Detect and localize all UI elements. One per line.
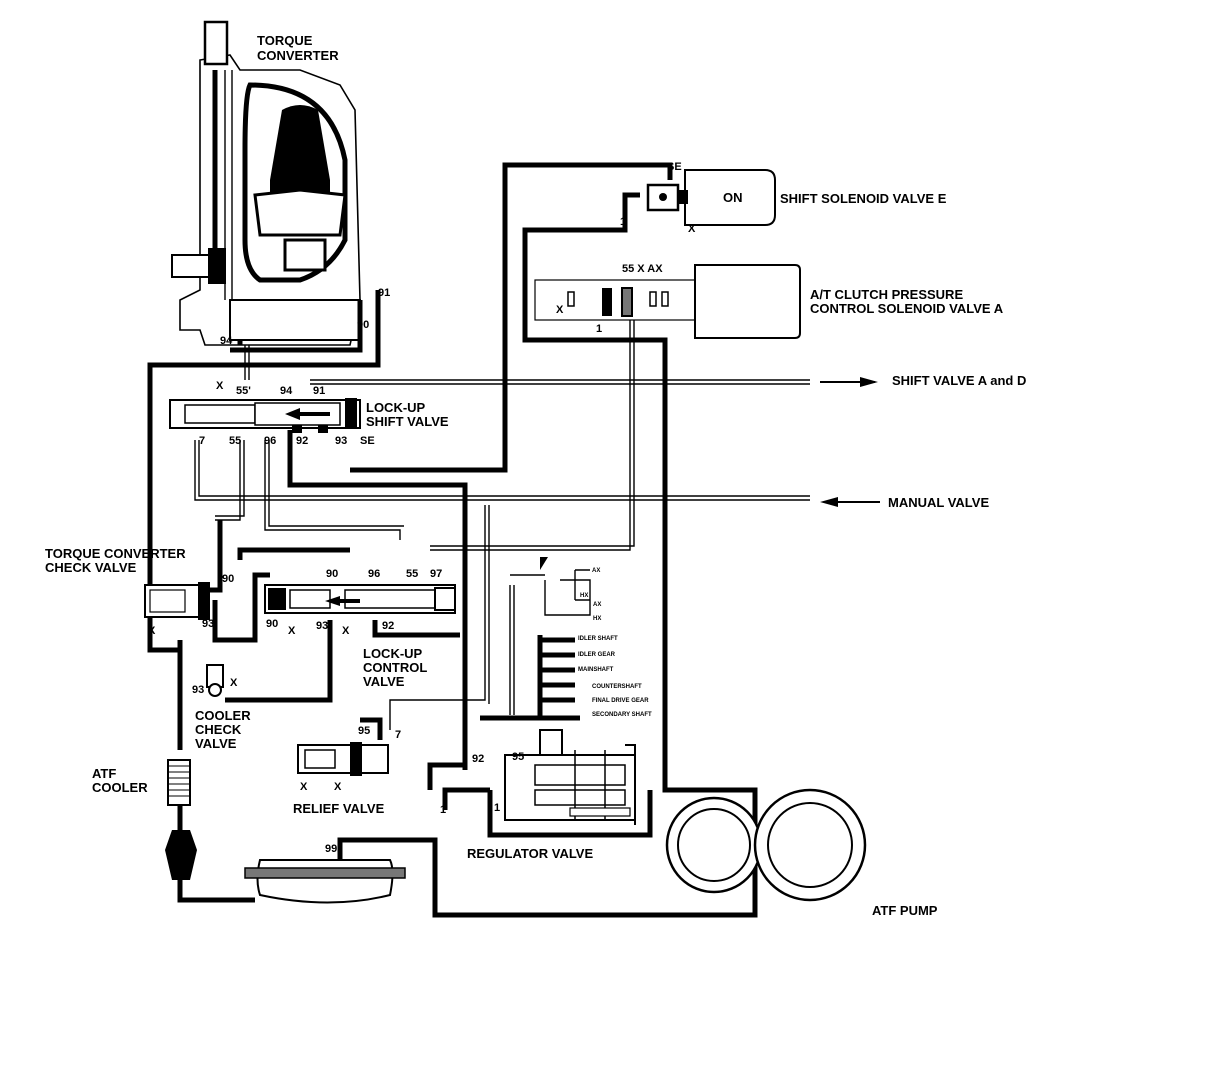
port-1-clutch-solenoid: 1 bbox=[596, 323, 602, 335]
manual-valve-label: MANUAL VALVE bbox=[888, 495, 989, 510]
shift-valve-ad-label: SHIFT VALVE A and D bbox=[892, 373, 1026, 388]
cooler-check-valve-label-1: COOLER bbox=[195, 708, 251, 723]
port-94-top: 94 bbox=[220, 335, 233, 347]
clutch-solenoid-label-2: CONTROL SOLENOID VALVE A bbox=[810, 301, 1004, 316]
lockup-control-valve-label-3: VALVE bbox=[363, 674, 405, 689]
port-91-mid: 91 bbox=[313, 385, 325, 397]
port-x-control-2: X bbox=[342, 625, 350, 637]
port-93-control-low: 93 bbox=[316, 620, 328, 632]
port-se-top: SE bbox=[667, 161, 682, 173]
arrow-left-icon bbox=[325, 596, 360, 606]
port-x-cooler-check: X bbox=[230, 677, 238, 689]
atf-cooler-label-1: ATF bbox=[92, 766, 116, 781]
lockup-shift-valve bbox=[169, 398, 361, 433]
port-90-top: 90 bbox=[357, 319, 369, 331]
atf-cooler-label-2: COOLER bbox=[92, 780, 148, 795]
port-90-check: 90 bbox=[222, 573, 234, 585]
cooler-check-valve bbox=[206, 664, 224, 697]
port-x-relief-2: X bbox=[334, 781, 342, 793]
port-55-lockup: 55 bbox=[229, 435, 241, 447]
lube-countershaft: COUNTERSHAFT bbox=[592, 684, 642, 690]
port-7-lockup: 7 bbox=[199, 435, 205, 447]
signal-lines bbox=[194, 310, 810, 730]
port-95-relief: 95 bbox=[358, 725, 370, 737]
lube-secondary-shaft: SECONDARY SHAFT bbox=[592, 712, 652, 718]
lockup-shift-valve-label-1: LOCK-UP bbox=[366, 400, 426, 415]
hx-label-1: HX bbox=[580, 593, 588, 599]
drain-icon bbox=[540, 557, 548, 570]
atf-pump bbox=[665, 788, 867, 902]
cooler-check-valve-label-3: VALVE bbox=[195, 736, 237, 751]
torque-converter bbox=[171, 20, 361, 346]
port-92-lockup: 92 bbox=[296, 435, 308, 447]
atf-cooler bbox=[165, 759, 197, 880]
arrow-left-icon bbox=[285, 408, 330, 420]
lockup-control-valve bbox=[264, 584, 456, 614]
hx-label-2: HX bbox=[593, 616, 601, 622]
port-x-control-1: X bbox=[288, 625, 296, 637]
port-90-control: 90 bbox=[326, 568, 338, 580]
atf-strainer bbox=[244, 859, 406, 904]
port-x-clutch-solenoid: X bbox=[556, 304, 564, 316]
port-55-control: 55 bbox=[406, 568, 418, 580]
arrow-left-icon bbox=[820, 497, 838, 507]
shift-solenoid-state: ON bbox=[723, 190, 743, 205]
lube-final-drive: FINAL DRIVE GEAR bbox=[592, 698, 649, 704]
ax-label-2: AX bbox=[593, 602, 601, 608]
port-95-regulator: 95 bbox=[512, 751, 524, 763]
port-96-control: 96 bbox=[368, 568, 380, 580]
port-99-strainer: 99 bbox=[325, 843, 337, 855]
port-labels: 91 90 94 X 55' 94 91 7 55 96 92 93 SE 90… bbox=[148, 287, 524, 855]
port-7-relief: 7 bbox=[395, 729, 401, 741]
port-x-lockup: X bbox=[216, 380, 224, 392]
ax-label-1: AX bbox=[592, 568, 600, 574]
port-97-control: 97 bbox=[430, 568, 442, 580]
lube-mainshaft: MAINSHAFT bbox=[578, 667, 614, 673]
atf-pump-label: ATF PUMP bbox=[872, 903, 938, 918]
lube-idler-gear: IDLER GEAR bbox=[578, 652, 616, 658]
lockup-control-valve-label-2: CONTROL bbox=[363, 660, 427, 675]
arrow-right-icon bbox=[860, 377, 878, 387]
torque-converter-label-2: CONVERTER bbox=[257, 48, 339, 63]
port-93-lockup: 93 bbox=[335, 435, 347, 447]
port-x-check: X bbox=[148, 625, 156, 637]
port-93-check: 93 bbox=[202, 618, 214, 630]
port-x-relief-1: X bbox=[300, 781, 308, 793]
port-se-lockup: SE bbox=[360, 435, 375, 447]
lockup-control-valve-label-1: LOCK-UP bbox=[363, 646, 423, 661]
regulator-valve bbox=[504, 729, 636, 825]
torque-converter-label-1: TORQUE bbox=[257, 33, 313, 48]
port-90-control-low: 90 bbox=[266, 618, 278, 630]
shift-solenoid-valve-e bbox=[646, 169, 776, 226]
port-1-regulator-b: 1 bbox=[494, 802, 500, 814]
main-pressure-lines bbox=[147, 162, 758, 918]
lube-idler-shaft: IDLER SHAFT bbox=[578, 636, 618, 642]
port-55-prime: 55' bbox=[236, 385, 251, 397]
tc-check-valve-label-1: TORQUE CONVERTER bbox=[45, 546, 186, 561]
shift-solenoid-label: SHIFT SOLENOID VALVE E bbox=[780, 191, 947, 206]
flow-arrows bbox=[820, 377, 880, 507]
clutch-solenoid-ports: 55 X AX bbox=[622, 263, 663, 275]
tc-check-valve-label-2: CHECK VALVE bbox=[45, 560, 137, 575]
clutch-pressure-solenoid-a bbox=[534, 264, 801, 339]
relief-valve-label: RELIEF VALVE bbox=[293, 801, 385, 816]
cooler-check-valve-label-2: CHECK bbox=[195, 722, 242, 737]
port-92-control-low: 92 bbox=[382, 620, 394, 632]
regulator-valve-label: REGULATOR VALVE bbox=[467, 846, 593, 861]
port-92-regulator: 92 bbox=[472, 753, 484, 765]
port-94-mid: 94 bbox=[280, 385, 293, 397]
port-1-regulator-a: 1 bbox=[440, 804, 446, 816]
port-96-lockup: 96 bbox=[264, 435, 276, 447]
lockup-shift-valve-label-2: SHIFT VALVE bbox=[366, 414, 449, 429]
port-1-solenoid-e: 1 bbox=[620, 216, 626, 228]
torque-converter-check-valve bbox=[144, 582, 210, 620]
clutch-solenoid-label-1: A/T CLUTCH PRESSURE bbox=[810, 287, 963, 302]
port-91-top: 91 bbox=[378, 287, 390, 299]
port-93-cooler: 93 bbox=[192, 684, 204, 696]
relief-valve bbox=[297, 742, 389, 776]
port-x-solenoid-e: X bbox=[688, 223, 696, 235]
